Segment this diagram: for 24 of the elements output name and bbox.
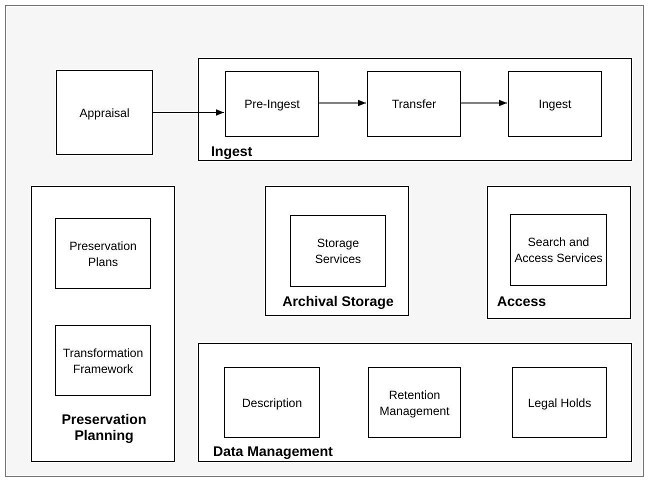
arrow (152, 109, 224, 116)
group-label: Ingest (211, 143, 254, 159)
process-box: Legal Holds (512, 367, 607, 438)
process-box: Transfer (367, 71, 461, 137)
group-label: Archival Storage (281, 293, 395, 309)
group-box (487, 186, 631, 319)
group-box (265, 186, 409, 316)
process-box: Description (224, 367, 320, 438)
process-box: Appraisal (56, 70, 153, 155)
group-label: Data Management (213, 443, 334, 459)
process-box: Preservation Plans (55, 218, 151, 289)
group-label: Access (497, 293, 548, 309)
group-box (198, 58, 632, 161)
process-box: Retention Management (368, 367, 461, 438)
group-label: Preservation Planning (60, 411, 148, 443)
process-box: Storage Services (290, 215, 386, 287)
arrow (460, 100, 508, 106)
process-box: Transformation Framework (55, 325, 151, 396)
process-box: Ingest (508, 71, 602, 137)
arrow (318, 100, 366, 106)
process-box: Pre-Ingest (225, 71, 319, 137)
group-box (198, 343, 632, 462)
group-box (31, 186, 175, 462)
process-box: Search and Access Services (510, 214, 607, 286)
